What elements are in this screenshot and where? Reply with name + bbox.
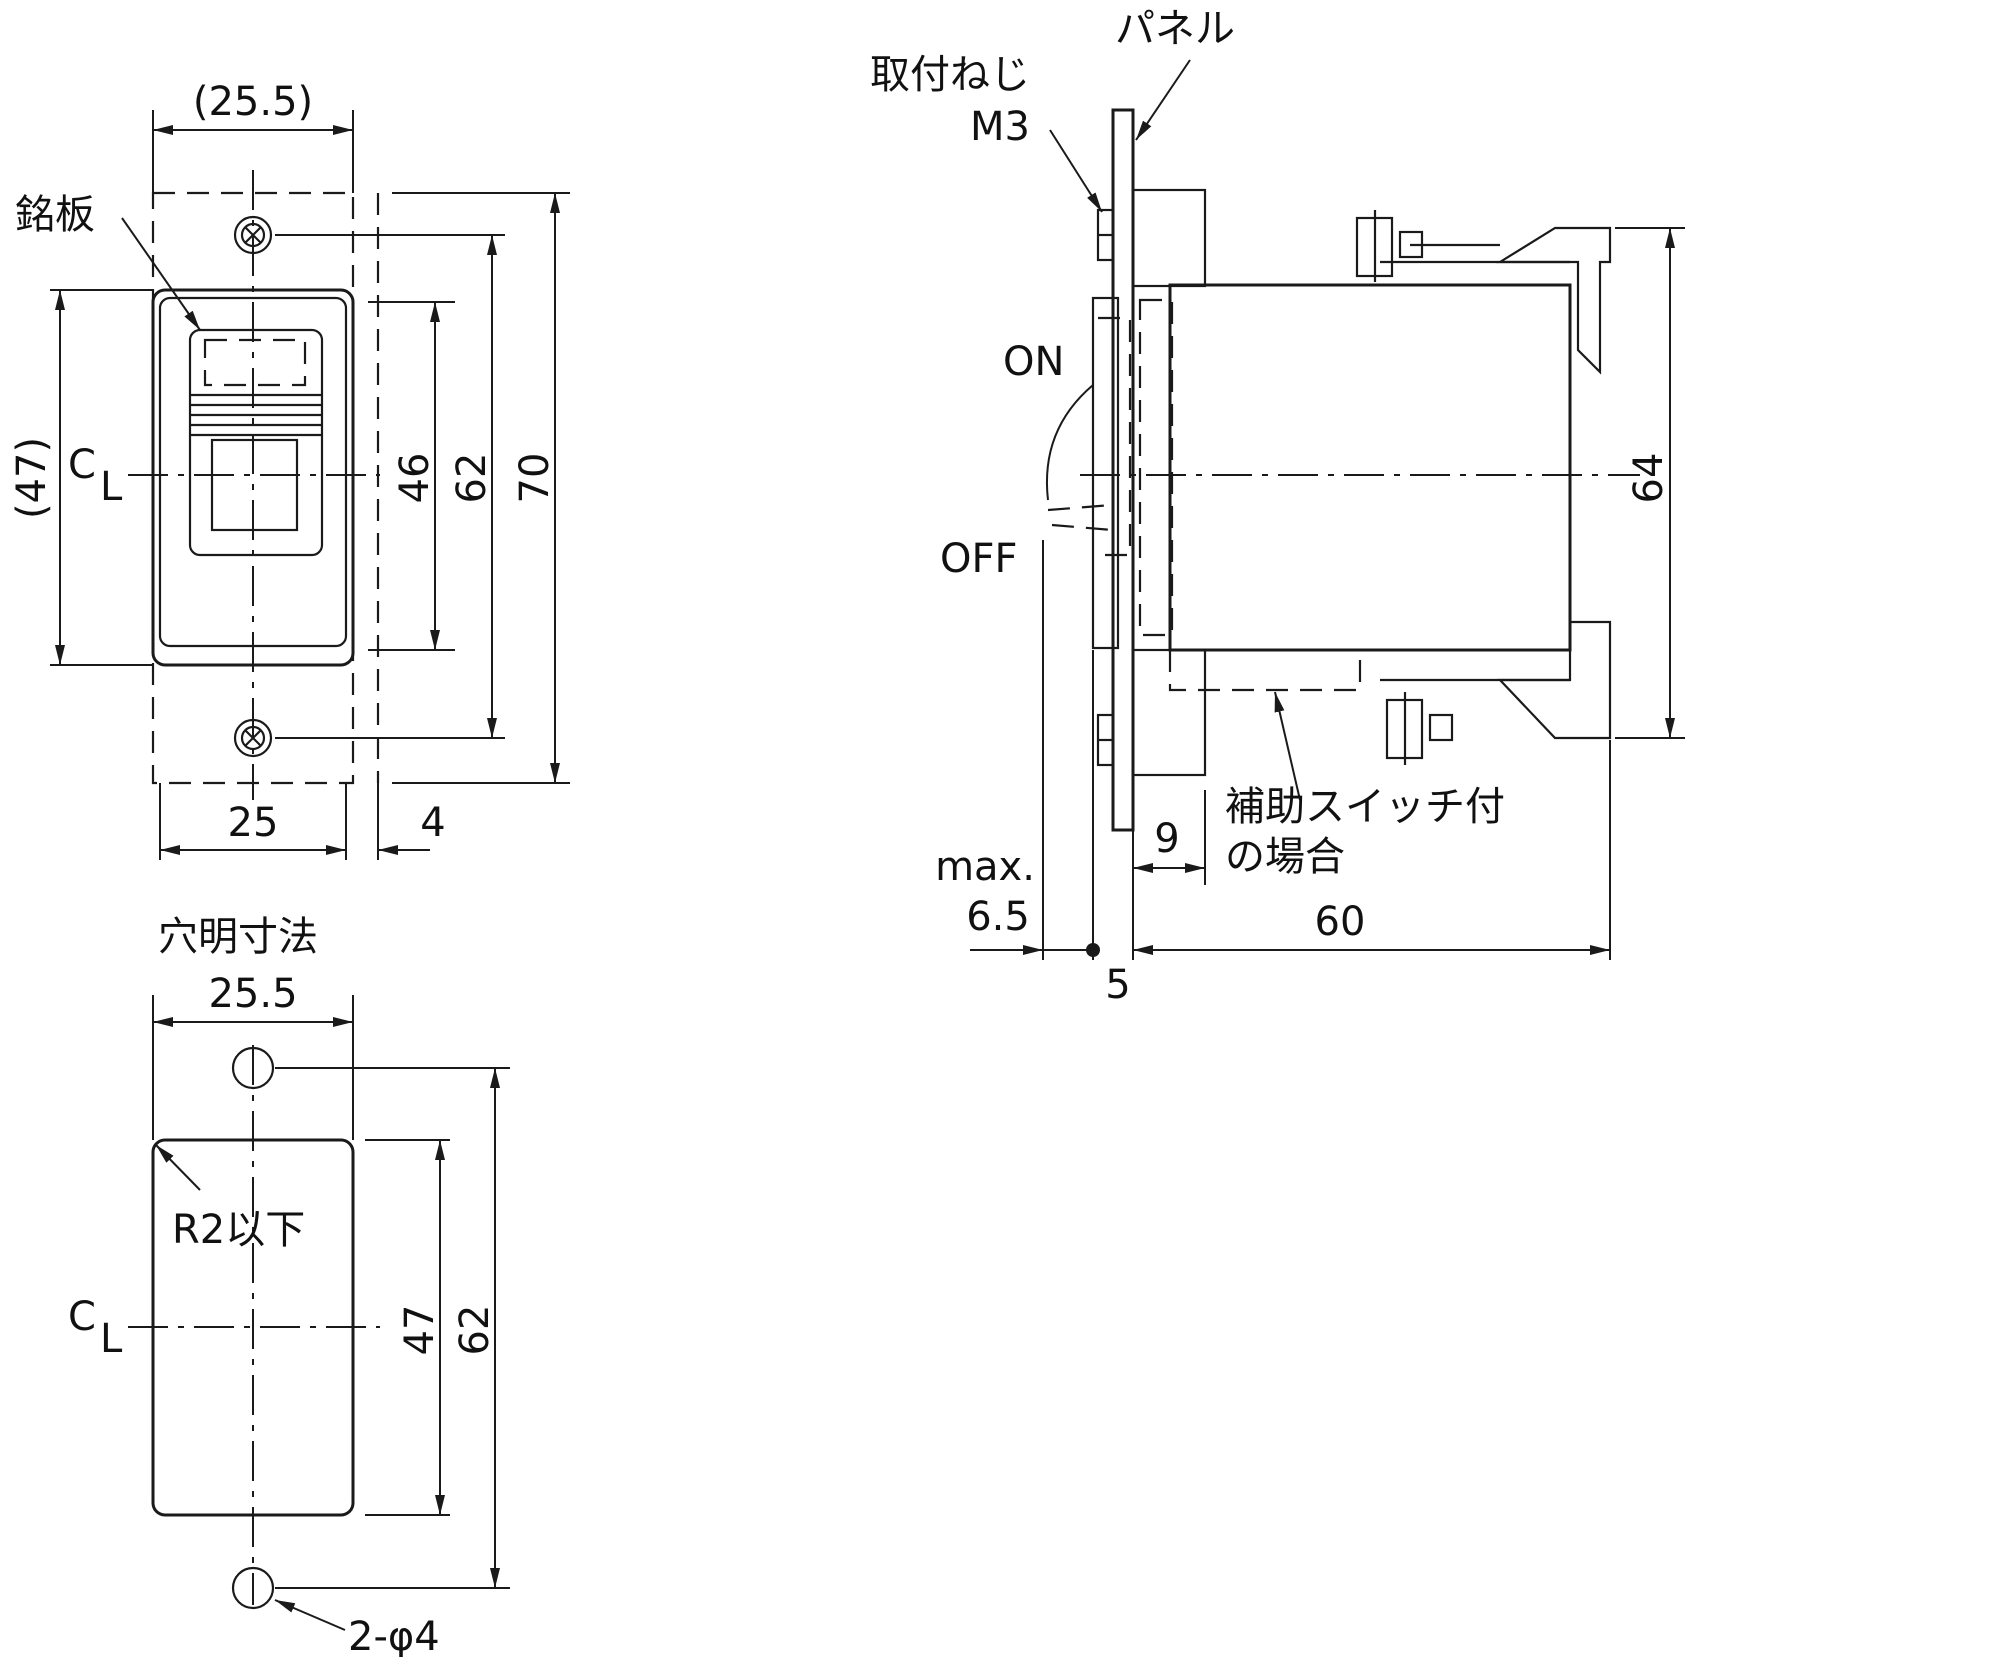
mount-block-top: [1131, 188, 1207, 288]
dim-text-64: 64: [1626, 453, 1672, 504]
on-off-arc: [1046, 384, 1094, 501]
cutout-dim-text-25-5: 25.5: [208, 971, 297, 1017]
hole-top-icon: [231, 1046, 275, 1090]
screw-label: 取付ねじ: [870, 52, 1030, 98]
max-value: 6.5: [966, 894, 1030, 940]
centerline-c: C: [68, 442, 96, 488]
aux-switch-line1: 補助スイッチ付: [1225, 784, 1505, 830]
screw-leader: [1049, 129, 1103, 213]
dim-text-4: 4: [420, 800, 445, 846]
dim-text-70: 70: [512, 453, 558, 504]
holes-leader: [274, 1599, 346, 1631]
dim-text-9: 9: [1154, 816, 1179, 862]
lever-ribs: [190, 393, 322, 437]
terminal-bottom: [1380, 620, 1612, 765]
dim-text-46: 46: [392, 453, 438, 504]
terminal-top: [1355, 210, 1612, 375]
panel-leader: [1135, 59, 1191, 141]
nameplate-leader: [121, 217, 201, 331]
screw-size: M3: [970, 104, 1030, 150]
nameplate: [188, 328, 324, 557]
cutout-title: 穴明寸法: [158, 914, 318, 960]
cutout-dim-text-47: 47: [397, 1305, 443, 1356]
dim-text-25: 25: [228, 800, 279, 846]
cutout-view: 穴明寸法 25.5 R2以下 C L 47 62 2-φ4: [68, 914, 510, 1657]
dim-text-5: 5: [1105, 962, 1130, 1008]
cutout-centerline-c: C: [68, 1294, 96, 1340]
panel-label: パネル: [1115, 6, 1235, 52]
dim-text-62: 62: [449, 453, 495, 504]
radius-note: R2以下: [172, 1207, 305, 1253]
on-label: ON: [1003, 339, 1064, 385]
nameplate-text: 銘板: [15, 192, 95, 238]
dim-text-47: (47): [9, 437, 55, 519]
aux-switch-line2: の場合: [1225, 834, 1345, 880]
internal-outline-dashed: [1138, 298, 1174, 637]
aux-switch-dashed: [1168, 650, 1362, 692]
mount-screw-top-icon: [1096, 208, 1115, 262]
screw-bottom-icon: [233, 718, 273, 758]
nameplate-window: [203, 338, 307, 387]
cutout-centerline-l: L: [100, 1316, 123, 1362]
hole-bottom-icon: [231, 1566, 275, 1610]
switch-flange: [1091, 296, 1120, 650]
centerline-l: L: [100, 464, 123, 510]
dim-dot-5: [1086, 943, 1100, 957]
panel: [1111, 108, 1135, 832]
screw-top-icon: [233, 215, 273, 255]
cutout-dim-text-62: 62: [452, 1305, 498, 1356]
aux-switch-leader: [1274, 691, 1301, 801]
front-view: (25.5) 銘板 (47) C L 46 62 70 25 4: [9, 79, 570, 860]
off-label: OFF: [940, 536, 1018, 582]
switch-main-body: [1168, 283, 1572, 652]
off-lever-dashed: [1047, 503, 1113, 512]
lever: [210, 438, 299, 532]
dim-text-25-5: (25.5): [193, 79, 313, 125]
off-lever-dashed-2: [1051, 523, 1113, 532]
holes-note: 2-φ4: [348, 1614, 440, 1657]
max-label: max.: [935, 844, 1035, 890]
mount-screw-bottom-icon: [1096, 713, 1115, 767]
dim-text-60: 60: [1315, 899, 1366, 945]
radius-leader: [155, 1144, 201, 1191]
side-view: ON OFF 取付ねじ M3 パネル 64 補助スイッチ付 の場合 9 max.…: [870, 6, 1685, 1008]
lever-positions-dashed: [1098, 316, 1132, 557]
